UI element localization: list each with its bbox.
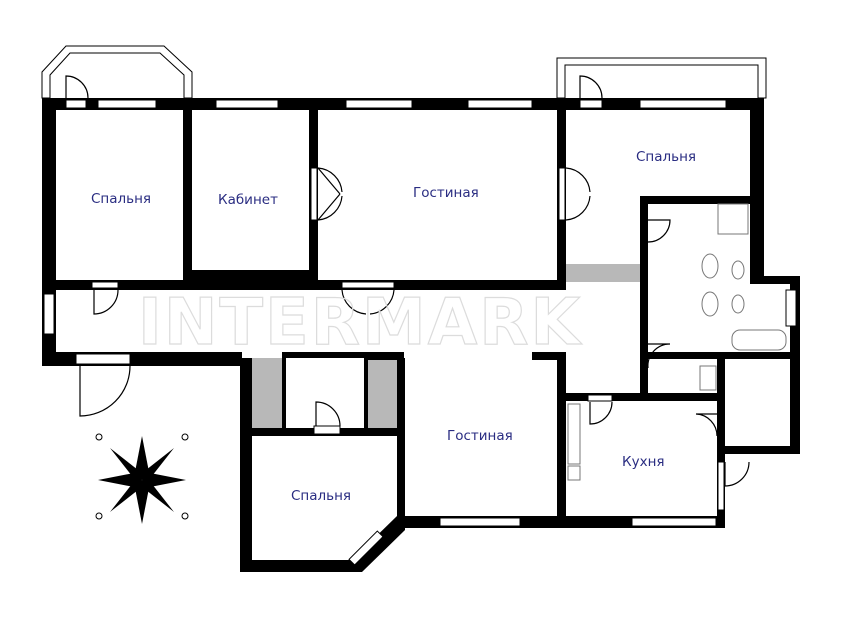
compass-rose-icon	[95, 433, 189, 524]
windows	[43, 99, 797, 566]
room-label-bedroom-ne: Спальня	[636, 149, 696, 165]
room-label-bedroom-sw: Спальня	[291, 488, 351, 504]
washer-icon	[699, 365, 717, 391]
room-label-kitchen: Кухня	[622, 454, 665, 470]
bidet-icon	[731, 260, 745, 280]
watermark: INTERMARK	[138, 286, 583, 360]
shafts	[252, 264, 640, 428]
stove-icon	[567, 465, 581, 481]
sink-icon	[717, 203, 749, 235]
bathroom-fixtures	[567, 203, 787, 481]
room-labels: Спальня Кабинет Гостиная Спальня Гостина…	[91, 149, 696, 504]
room-label-living-south: Гостиная	[447, 428, 513, 444]
room-label-living-north: Гостиная	[413, 185, 479, 201]
bathtub-icon	[731, 329, 787, 351]
toilet-icon	[701, 253, 719, 279]
doors	[65, 75, 750, 487]
room-label-study: Кабинет	[218, 192, 278, 208]
room-label-bedroom-nw: Спальня	[91, 191, 151, 207]
bay-window-nw	[41, 45, 193, 99]
